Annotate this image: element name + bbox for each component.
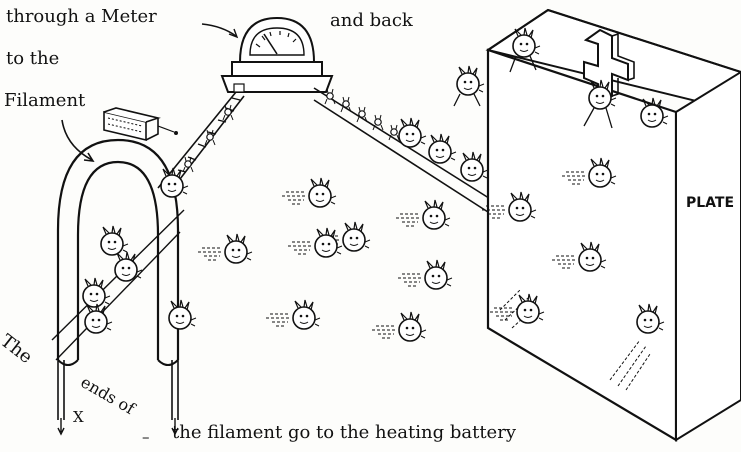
label-plate: PLATE	[686, 195, 735, 211]
label-and-back: and back	[330, 10, 413, 31]
label-filament: Filament	[4, 90, 86, 111]
filament-label-bar	[61, 107, 178, 162]
label-filament-to-battery: the filament go to the heating battery	[172, 422, 516, 443]
filament-shape	[51, 138, 197, 436]
label-dash-terminal: –	[142, 428, 150, 446]
wire-filament-to-meter	[157, 83, 245, 193]
label-x-terminal: X	[73, 408, 84, 426]
label-to-the: to the	[6, 48, 60, 69]
positive-sign-icon	[583, 28, 635, 106]
wire-meter-to-plate	[313, 87, 493, 213]
meter-icon	[220, 16, 334, 93]
label-through-meter: through a Meter	[6, 6, 157, 27]
electrons-on-plate	[453, 27, 669, 129]
meter-pointer-arrow	[201, 23, 239, 39]
